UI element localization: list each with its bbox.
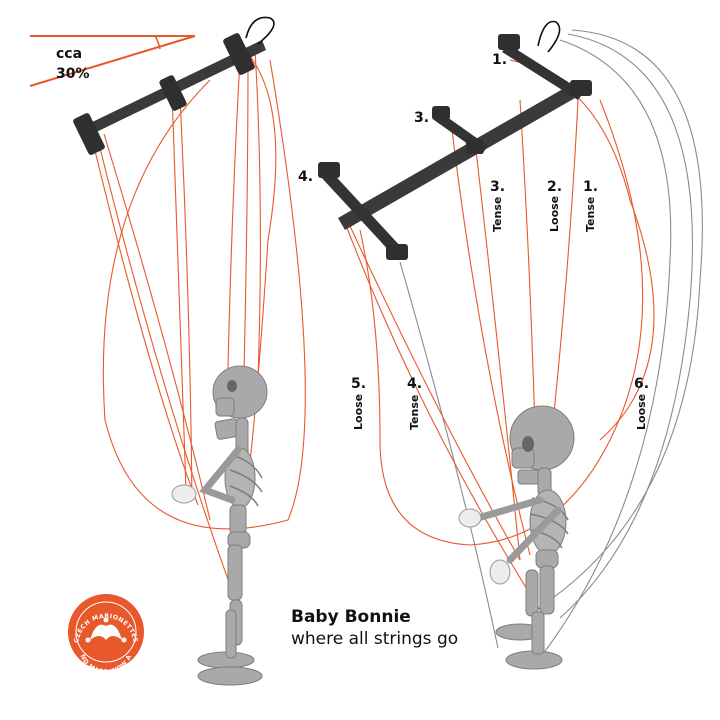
left-skeleton: [197, 365, 268, 686]
string-label-state-5: Loose: [352, 394, 365, 430]
caption-title: Baby Bonnie: [291, 607, 411, 627]
string-label-number-4: 4.: [407, 376, 422, 392]
left-hand: [171, 484, 197, 504]
right-controller: [318, 20, 592, 260]
string-label-state-6: Loose: [635, 394, 648, 430]
czech-marionettes-badge: CZECH MARIONETTES HAND MADE WOW AHH: [0, 0, 144, 676]
string-label-number-6: 6.: [634, 376, 649, 392]
string-label-number-1: 1.: [583, 179, 598, 195]
controller-label-1: 1.: [492, 52, 507, 68]
controller-label-4: 4.: [298, 169, 313, 185]
right-hand-1: [458, 508, 482, 528]
string-label-state-1: Tense: [584, 197, 597, 232]
string-label-state-3: Tense: [491, 197, 504, 232]
left-strings: [89, 49, 306, 586]
right-skeleton: [474, 405, 575, 670]
controller-label-3: 3.: [414, 110, 429, 126]
right-hand-2: [489, 559, 511, 585]
string-label-number-3: 3.: [490, 179, 505, 195]
jester-hat-icon: [90, 624, 122, 640]
caption-subtitle: where all strings go: [291, 629, 458, 649]
angle-label-line2: 30%: [56, 66, 90, 82]
angle-indicator: [29, 35, 196, 87]
string-label-number-5: 5.: [351, 376, 366, 392]
string-label-state-2: Loose: [548, 196, 561, 232]
badge-bottom-text: HAND MADE WOW AHH: [0, 0, 133, 676]
left-skull-eye: [227, 380, 237, 392]
right-skull-eye: [522, 436, 534, 452]
string-label-number-2: 2.: [547, 179, 562, 195]
string-label-state-4: Tense: [408, 395, 421, 430]
right-orange-strings: [343, 59, 655, 611]
left-controller: [73, 16, 275, 155]
angle-label-line1: cca: [56, 46, 82, 62]
